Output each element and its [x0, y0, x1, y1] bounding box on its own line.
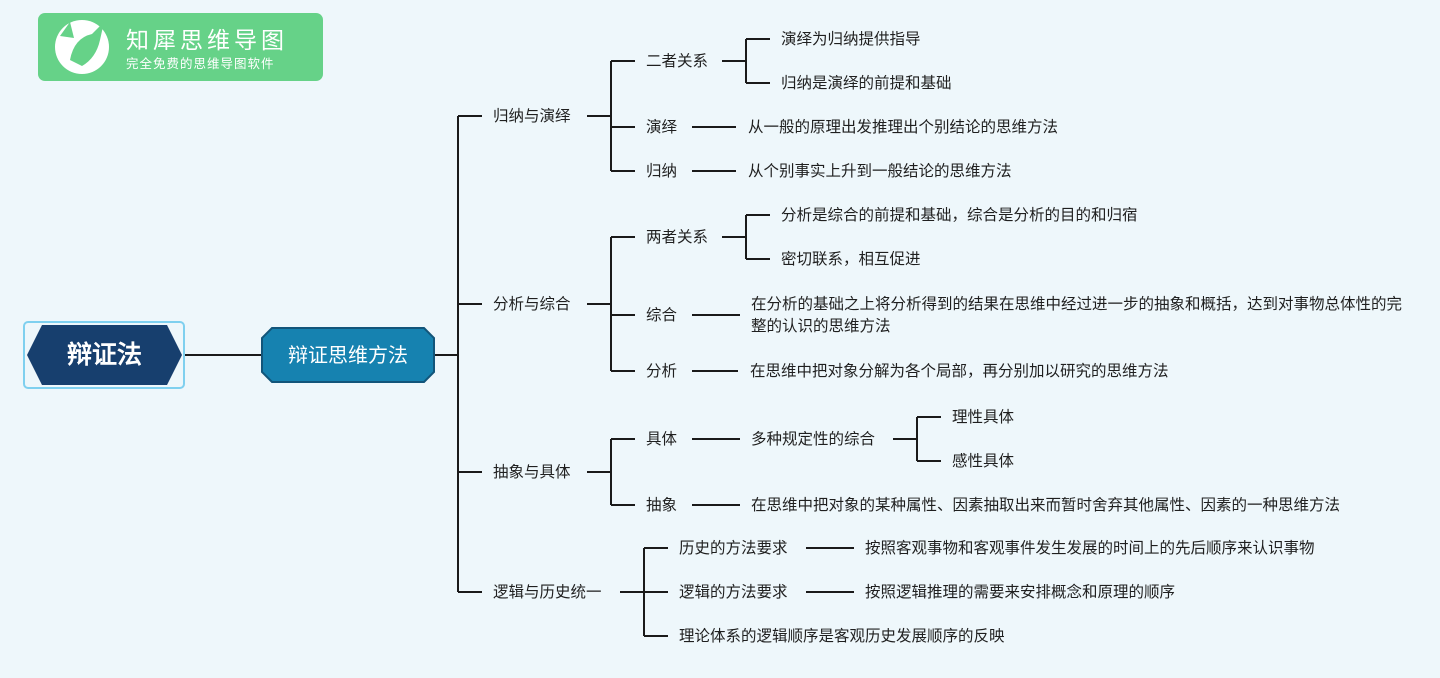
root-node-shape[interactable]: [27, 325, 182, 385]
root-node-label[interactable]: 辩证法: [66, 340, 142, 369]
branch-node-induction-deduction[interactable]: 归纳与演绎: [493, 107, 571, 125]
desc-node[interactable]: 从个别事实上升到一般结论的思维方法: [748, 162, 1012, 180]
desc-node[interactable]: 在分析的基础之上将分析得到的结果在思维中经过进一步的抽象和概括，达到对事物总体性…: [751, 295, 1403, 335]
node-synthesis[interactable]: 综合: [646, 306, 678, 324]
branch-node-abstract-concrete[interactable]: 抽象与具体: [493, 463, 571, 481]
connector-lines: [185, 38, 941, 637]
branch-node-logic-history[interactable]: 逻辑与历史统一: [493, 583, 602, 601]
desc-node[interactable]: 在思维中把对象的某种属性、因素抽取出来而暂时舍弃其他属性、因素的一种思维方法: [751, 496, 1341, 514]
node-theory-system[interactable]: 理论体系的逻辑顺序是客观历史发展顺序的反映: [679, 627, 1005, 645]
leaf-node[interactable]: 理性具体: [952, 408, 1015, 426]
rhino-logo-icon: [55, 20, 109, 74]
desc-node[interactable]: 在思维中把对象分解为各个局部，再分别加以研究的思维方法: [750, 362, 1169, 380]
branch-node-analysis-synthesis[interactable]: 分析与综合: [493, 295, 571, 313]
node-abstract[interactable]: 抽象: [646, 496, 678, 514]
leaf-node[interactable]: 密切联系，相互促进: [781, 250, 921, 268]
node-concrete[interactable]: 具体: [646, 430, 678, 448]
logo-subtitle: 完全免费的思维导图软件: [126, 56, 275, 71]
desc-node[interactable]: 按照逻辑推理的需要来安排概念和原理的顺序: [865, 583, 1176, 601]
logo-title: 知犀思维导图: [126, 28, 288, 54]
main-topic-label[interactable]: 辩证思维方法: [288, 343, 408, 367]
leaf-node[interactable]: 感性具体: [952, 452, 1015, 470]
leaf-node[interactable]: 演绎为归纳提供指导: [781, 30, 921, 48]
main-node-shape[interactable]: [261, 327, 435, 383]
node-deduction[interactable]: 演绎: [646, 118, 678, 136]
root-node-selection-frame: [23, 321, 185, 389]
node-logic-method[interactable]: 逻辑的方法要求: [679, 583, 788, 601]
node-analysis[interactable]: 分析: [646, 362, 678, 380]
desc-node[interactable]: 从一般的原理出发推理出个别结论的思维方法: [748, 118, 1059, 136]
leaf-node[interactable]: 分析是综合的前提和基础，综合是分析的目的和归宿: [781, 206, 1138, 224]
node-relation[interactable]: 两者关系: [646, 228, 709, 246]
node-history-method[interactable]: 历史的方法要求: [679, 539, 788, 557]
node-relation[interactable]: 二者关系: [646, 52, 709, 70]
desc-node[interactable]: 按照客观事物和客观事件发生发展的时间上的先后顺序来认识事物: [865, 539, 1315, 557]
leaf-node[interactable]: 归纳是演绎的前提和基础: [781, 74, 952, 92]
desc-node[interactable]: 多种规定性的综合: [751, 430, 876, 448]
node-induction[interactable]: 归纳: [646, 162, 678, 180]
